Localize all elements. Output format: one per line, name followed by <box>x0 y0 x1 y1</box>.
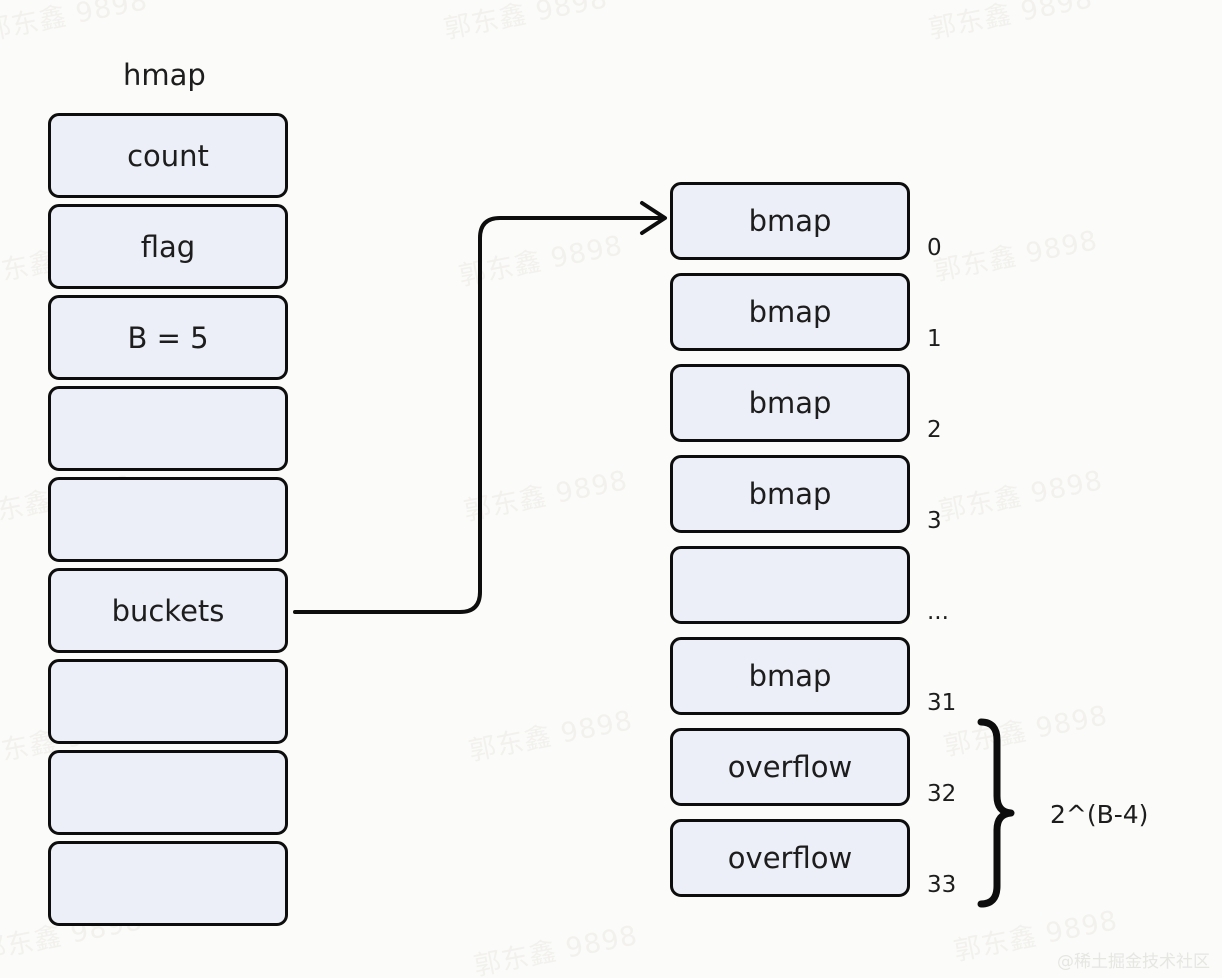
overflow-brace-icon <box>977 718 1015 908</box>
bucket-cell-ellipsis[interactable] <box>670 546 910 624</box>
hmap-field-b[interactable]: B = 5 <box>48 295 288 380</box>
watermark: 郭东鑫 9898 <box>931 225 1101 288</box>
bucket-cell-3[interactable]: bmap <box>670 455 910 533</box>
overflow-brace-label: 2^(B-4) <box>1050 800 1149 829</box>
watermark: 郭东鑫 9898 <box>466 705 636 768</box>
bucket-index-33: 33 <box>927 872 957 898</box>
bucket-cell-33[interactable]: overflow <box>670 819 910 897</box>
arrow-head-icon <box>640 201 667 235</box>
bucket-index-1: 1 <box>927 326 942 352</box>
hmap-field-empty-3[interactable] <box>48 659 288 744</box>
hmap-title: hmap <box>123 58 206 92</box>
watermark: 郭东鑫 9898 <box>471 920 641 978</box>
bucket-index-ellipsis: ... <box>927 599 949 625</box>
hmap-field-empty-2[interactable] <box>48 477 288 562</box>
bucket-cell-31[interactable]: bmap <box>670 637 910 715</box>
watermark: 郭东鑫 9898 <box>926 0 1096 46</box>
hmap-field-empty-1[interactable] <box>48 386 288 471</box>
buckets-connector-line <box>293 216 662 614</box>
bucket-cell-32[interactable]: overflow <box>670 728 910 806</box>
watermark: 郭东鑫 9898 <box>441 0 611 46</box>
watermark: 郭东鑫 9898 <box>0 0 151 48</box>
hmap-field-count[interactable]: count <box>48 113 288 198</box>
bucket-index-3: 3 <box>927 508 942 534</box>
bucket-index-32: 32 <box>927 781 957 807</box>
bucket-cell-2[interactable]: bmap <box>670 364 910 442</box>
watermark: 郭东鑫 9898 <box>936 465 1106 528</box>
hmap-field-flag[interactable]: flag <box>48 204 288 289</box>
bucket-index-0: 0 <box>927 235 942 261</box>
watermark: 郭东鑫 9898 <box>941 700 1111 763</box>
hmap-field-empty-5[interactable] <box>48 841 288 926</box>
watermark: 郭东鑫 9898 <box>461 465 631 528</box>
bucket-index-31: 31 <box>927 690 957 716</box>
bucket-index-2: 2 <box>927 417 942 443</box>
hmap-field-buckets[interactable]: buckets <box>48 568 288 653</box>
credit-label: @稀土掘金技术社区 <box>1057 952 1210 972</box>
bucket-cell-1[interactable]: bmap <box>670 273 910 351</box>
watermark: 郭东鑫 9898 <box>456 230 626 293</box>
bucket-cell-0[interactable]: bmap <box>670 182 910 260</box>
hmap-field-empty-4[interactable] <box>48 750 288 835</box>
